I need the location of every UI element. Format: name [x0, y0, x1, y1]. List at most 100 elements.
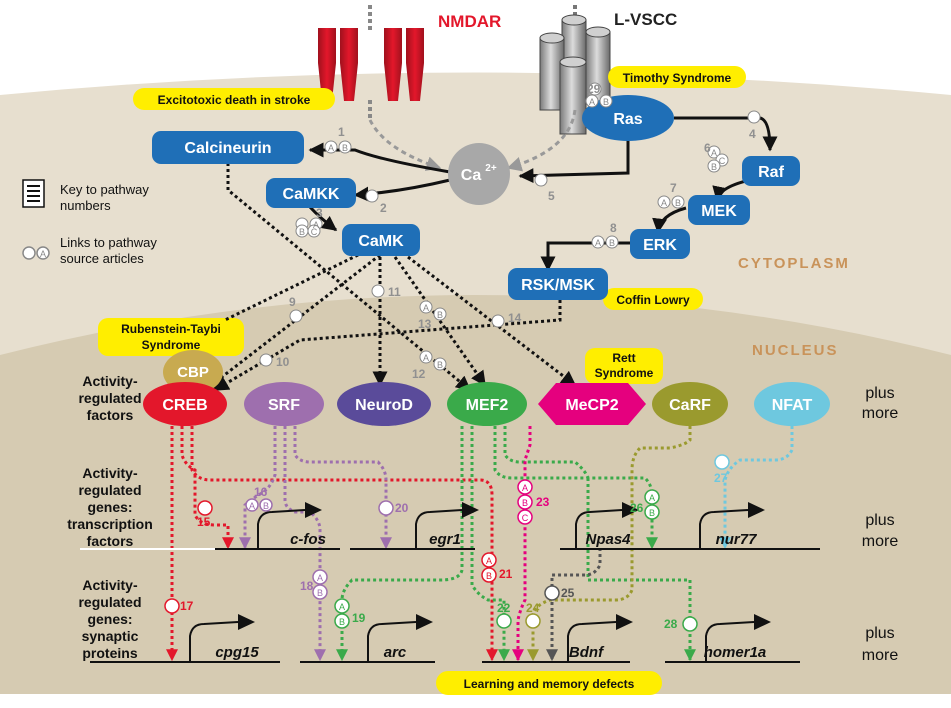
more-label-2: more — [862, 533, 899, 550]
more-label-1: more — [862, 405, 899, 422]
calcium-charge: 2+ — [485, 163, 497, 174]
timothy-label: Timothy Syndrome — [623, 71, 732, 85]
tf-row-label-3: genes: — [87, 499, 132, 515]
pathway-1: 1 — [338, 125, 345, 139]
bottom-margin — [0, 694, 951, 708]
pathway-16: 16 — [254, 485, 268, 499]
link-16b: B — [263, 501, 269, 511]
link-13b: B — [437, 310, 443, 320]
link-23a: A — [522, 483, 528, 493]
mek-label: MEK — [701, 203, 737, 220]
link-circles-nucleus: A B A B A B A B A B A B C — [164, 454, 730, 632]
pathway-14: 14 — [508, 311, 522, 325]
link-29b: B — [603, 97, 609, 107]
syn-row-label-4: synaptic — [82, 628, 139, 644]
pathway-5: 5 — [548, 189, 555, 203]
erk-label: ERK — [643, 237, 677, 254]
rsk-node — [508, 268, 608, 300]
link-16a: A — [249, 501, 255, 511]
link-19a: A — [339, 602, 345, 612]
rubinstein-label-2: Syndrome — [142, 338, 201, 352]
pathway-19: 19 — [352, 611, 366, 625]
factors-row-label-2: regulated — [78, 390, 141, 406]
syn-row-label-5: proteins — [82, 645, 137, 661]
key-document-icon — [22, 179, 45, 208]
key-numbers-label-2: numbers — [60, 198, 111, 213]
pathway-10: 10 — [276, 355, 290, 369]
link-8b: B — [609, 238, 615, 248]
carf-node — [652, 382, 728, 426]
coffin-label: Coffin Lowry — [616, 293, 690, 307]
mecp2-node — [538, 383, 646, 425]
pathway-6: 6 — [704, 141, 711, 155]
plus-more-labels: plus more plus more plus more — [862, 385, 899, 664]
neurod-node — [337, 382, 431, 426]
erk-node — [630, 229, 690, 259]
link-8a: A — [595, 238, 601, 248]
nuclear-signal-lines — [203, 163, 577, 392]
plus-label-3: plus — [865, 625, 894, 642]
link-6a: A — [711, 148, 717, 158]
plus-label-1: plus — [865, 385, 894, 402]
mecp2-label: MeCP2 — [565, 397, 618, 414]
gene-promoters-row-2 — [90, 621, 800, 663]
link-1a: A — [328, 143, 334, 153]
tf-row-label-4: transcription — [67, 516, 153, 532]
nfat-node — [754, 382, 830, 426]
gene-cfos: c-fos — [290, 531, 326, 548]
pathway-11: 11 — [388, 285, 401, 299]
key-links-label-2: source articles — [60, 251, 144, 266]
link-7a: A — [661, 198, 667, 208]
pathway-22: 22 — [497, 601, 511, 615]
link-18a: A — [317, 573, 323, 583]
ras-label: Ras — [613, 111, 642, 128]
syn-row-label-3: genes: — [87, 611, 132, 627]
tf-row-label-5: factors — [87, 533, 134, 549]
cbp-label: CBP — [177, 364, 209, 381]
pathway-13: 13 — [418, 317, 432, 331]
excitotoxic-badge — [133, 88, 335, 110]
link-6b: B — [711, 162, 717, 172]
syn-row-label-2: regulated — [78, 594, 141, 610]
link-3b: B — [299, 227, 305, 237]
pathway-27: 27 — [714, 471, 728, 485]
pathway-numbers-colored: 15 16 17 18 19 20 21 22 23 24 25 26 27 2… — [180, 471, 728, 631]
carf-label: CaRF — [669, 397, 711, 414]
nmdar-receptor — [318, 5, 424, 120]
gene-nur77: nur77 — [716, 531, 758, 548]
link-12b: B — [437, 360, 443, 370]
learning-badge — [436, 671, 662, 695]
pathway-12: 12 — [412, 367, 426, 381]
calcineurin-node — [152, 131, 304, 164]
pathway-7: 7 — [670, 181, 677, 195]
pathway-numbers-gray: 1 2 3 4 5 6 7 8 9 10 11 12 13 14 29 — [276, 82, 756, 381]
link-21b: B — [486, 571, 492, 581]
key-link-letter: A — [40, 249, 46, 259]
pathway-24: 24 — [526, 601, 540, 615]
key-links-label-1: Links to pathway — [60, 235, 157, 250]
link-13a: A — [423, 303, 429, 313]
nucleus-label: NUCLEUS — [752, 342, 839, 359]
calcium-node — [448, 143, 510, 205]
cytoplasm-label: CYTOPLASM — [738, 255, 850, 272]
plus-label-2: plus — [865, 512, 894, 529]
row-labels: Activity- regulated factors Activity- re… — [67, 373, 153, 661]
gene-cpg15: cpg15 — [215, 644, 259, 661]
link-23b: B — [522, 498, 528, 508]
syn-row-label-1: Activity- — [82, 577, 138, 593]
camkk-label: CaMKK — [283, 186, 340, 203]
rsk-label: RSK/MSK — [521, 277, 595, 294]
rett-label-1: Rett — [612, 351, 635, 365]
tf-row-label-1: Activity- — [82, 465, 138, 481]
camk-label: CaMK — [358, 233, 404, 250]
srf-label: SRF — [268, 397, 300, 414]
creb-node — [143, 382, 227, 426]
gene-promoters-row-1 — [80, 509, 820, 550]
rubinstein-label-1: Rubenstein-Taybi — [121, 322, 221, 336]
pathway-17: 17 — [180, 599, 194, 613]
link-21a: A — [486, 556, 492, 566]
srf-node — [244, 382, 324, 426]
factors-row-label-1: Activity- — [82, 373, 138, 389]
